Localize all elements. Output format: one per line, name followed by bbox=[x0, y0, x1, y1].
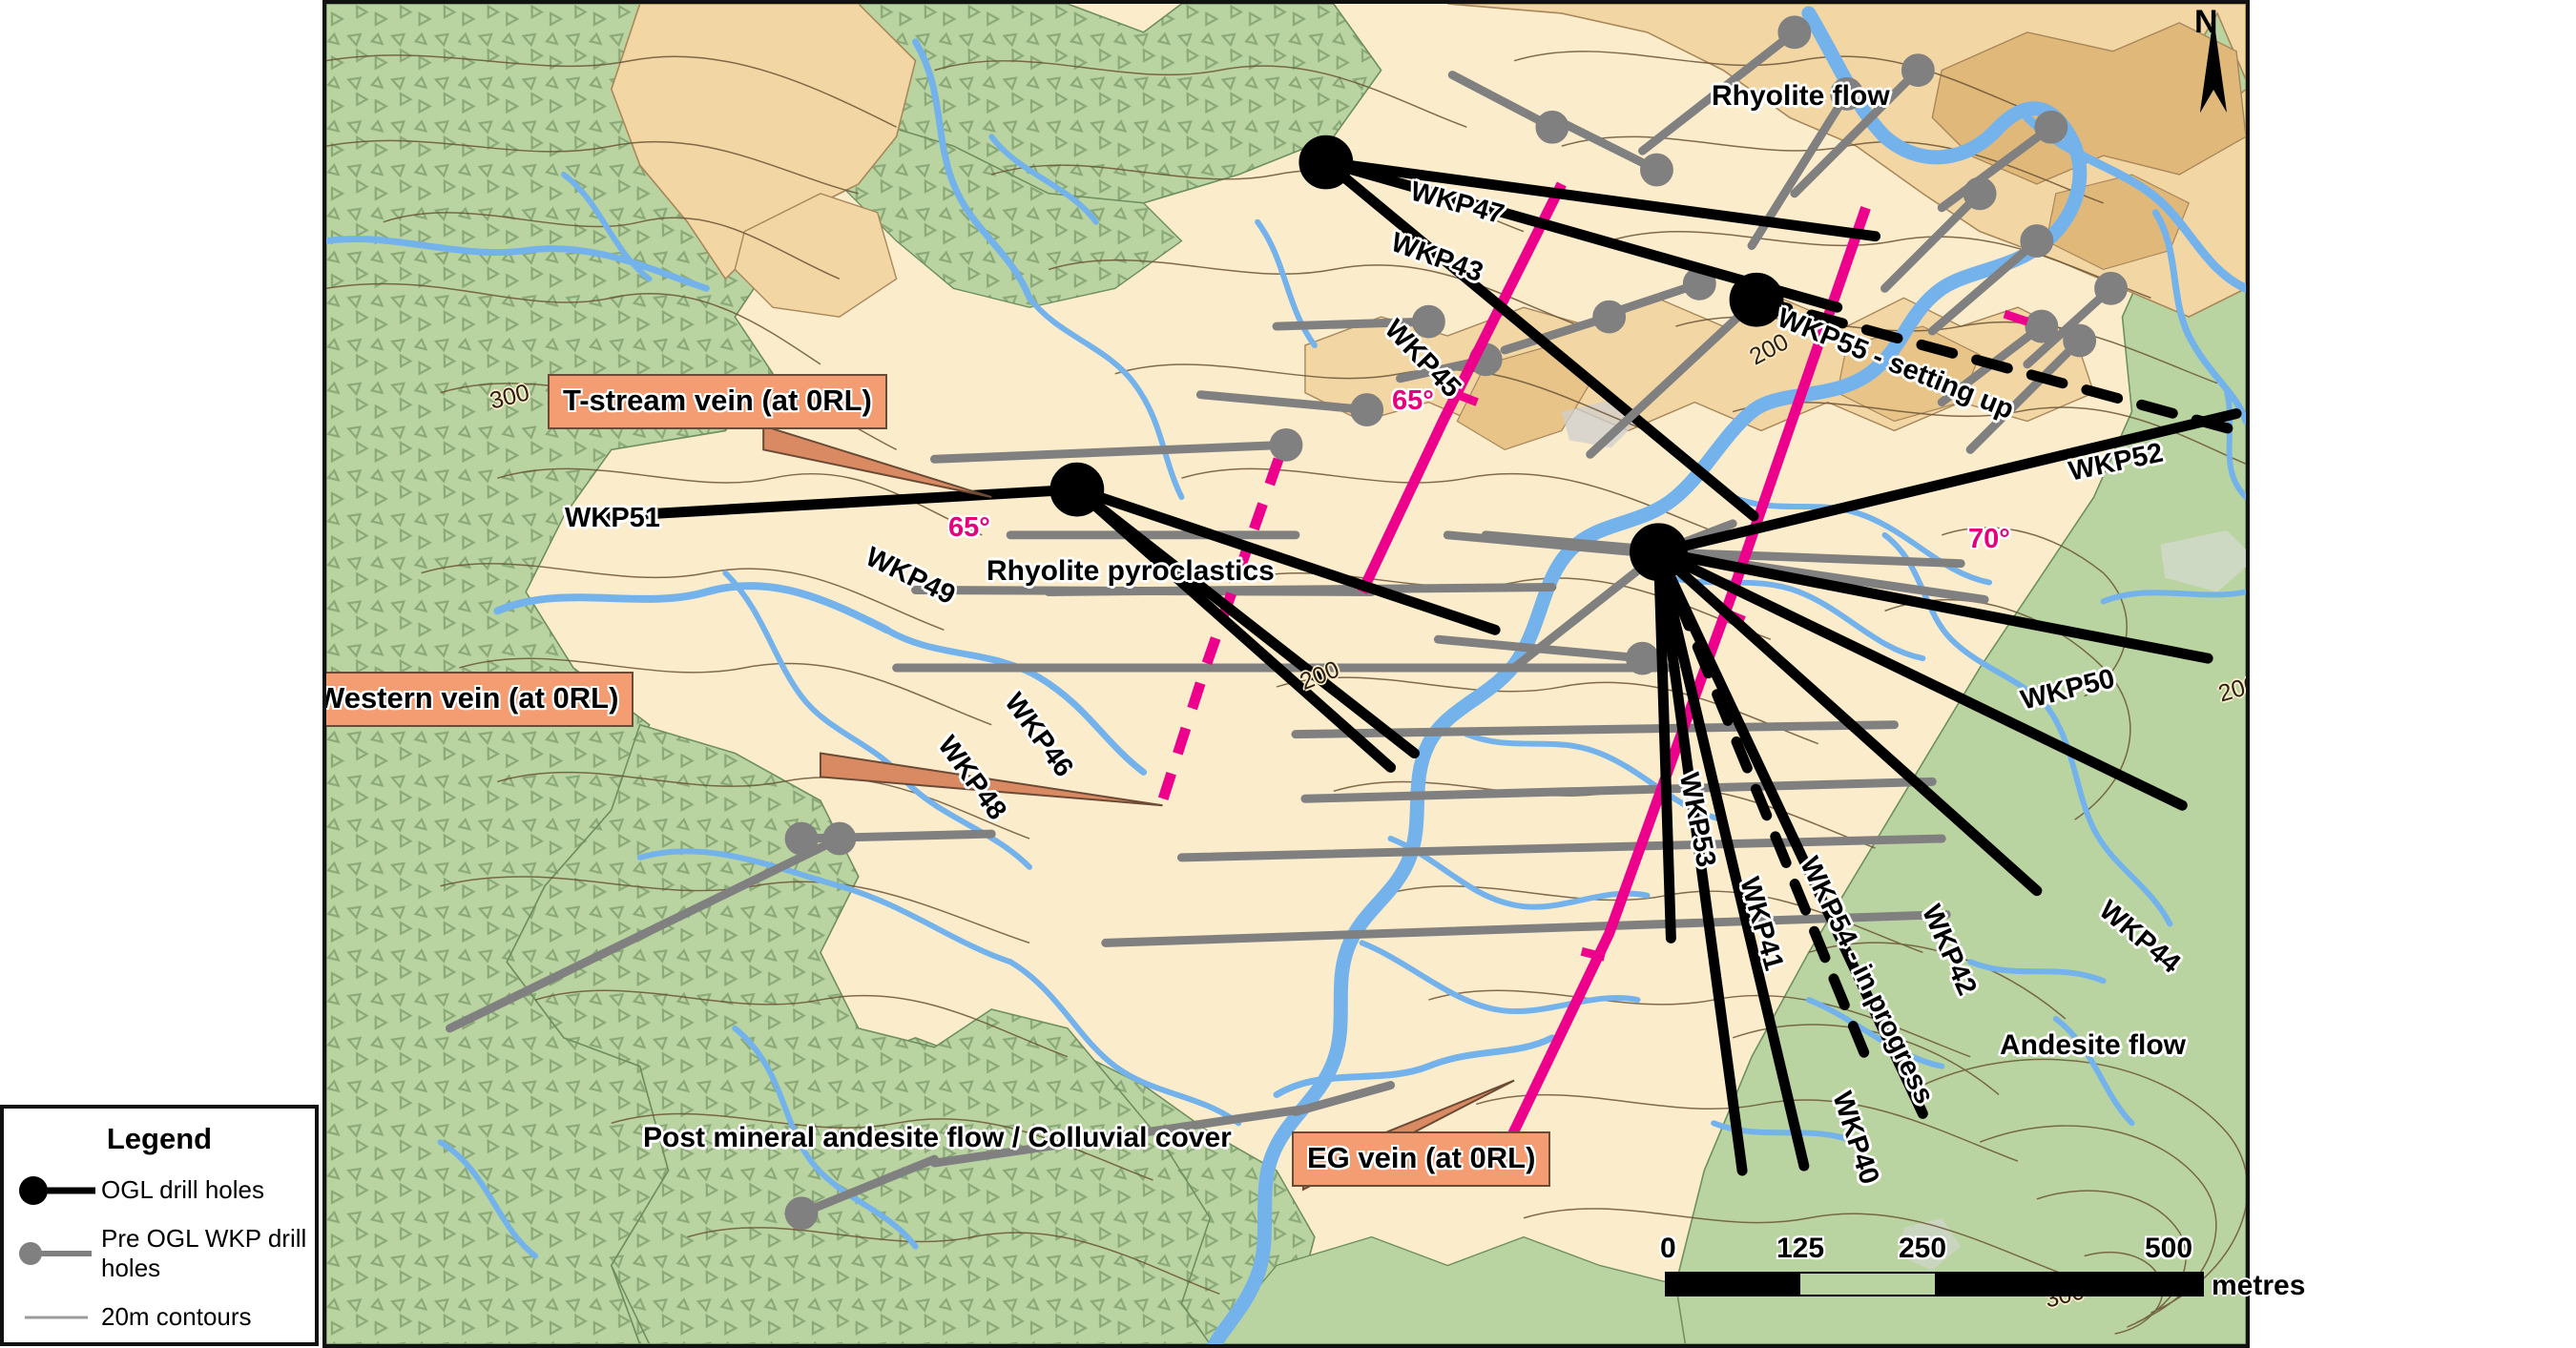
ogl-drill-holes-layer[interactable] bbox=[326, 4, 2246, 1344]
scale-tick-250: 250 bbox=[1899, 1233, 1947, 1264]
scale-unit-label: metres bbox=[2212, 1270, 2306, 1301]
legend-item-contours: 20m contours bbox=[19, 1302, 315, 1332]
callout-eg-vein[interactable]: EG vein (at 0RL) bbox=[1292, 1131, 1551, 1187]
legend-item-ogl-drill-holes: OGL drill holes bbox=[19, 1175, 315, 1205]
legend-label-contours: 20m contours bbox=[101, 1302, 252, 1331]
scale-bar bbox=[1665, 1272, 2204, 1296]
scale-tick-125: 125 bbox=[1776, 1233, 1825, 1264]
pre-ogl-drill-hole-symbol bbox=[19, 1241, 97, 1266]
legend-label-ogl-drill-holes: OGL drill holes bbox=[101, 1175, 264, 1204]
contour-line-symbol bbox=[19, 1305, 97, 1330]
callout-t-stream-vein[interactable]: T-stream vein (at 0RL) bbox=[548, 374, 887, 429]
scale-tick-0: 0 bbox=[1660, 1233, 1676, 1264]
legend-panel: Legend OGL drill holes Pre OGL WKP drill… bbox=[0, 1105, 319, 1346]
north-label: N bbox=[2194, 4, 2218, 40]
geology-map[interactable]: Rhyolite flow Rhyolite pyroclastics Post… bbox=[322, 0, 2250, 1348]
legend-label-pre-ogl-drill-holes: Pre OGL WKP drill holes bbox=[101, 1224, 307, 1282]
ogl-drill-hole-symbol bbox=[19, 1175, 97, 1205]
vein-traces-layer bbox=[1157, 181, 2029, 1173]
scale-tick-500: 500 bbox=[2145, 1233, 2193, 1264]
callout-western-vein[interactable]: Western vein (at 0RL) bbox=[326, 672, 634, 727]
legend-item-pre-ogl-drill-holes: Pre OGL WKP drill holes bbox=[19, 1224, 315, 1283]
north-arrow-icon bbox=[2200, 17, 2227, 113]
legend-title: Legend bbox=[106, 1122, 213, 1155]
geology-polygons-layer bbox=[326, 4, 2246, 1344]
